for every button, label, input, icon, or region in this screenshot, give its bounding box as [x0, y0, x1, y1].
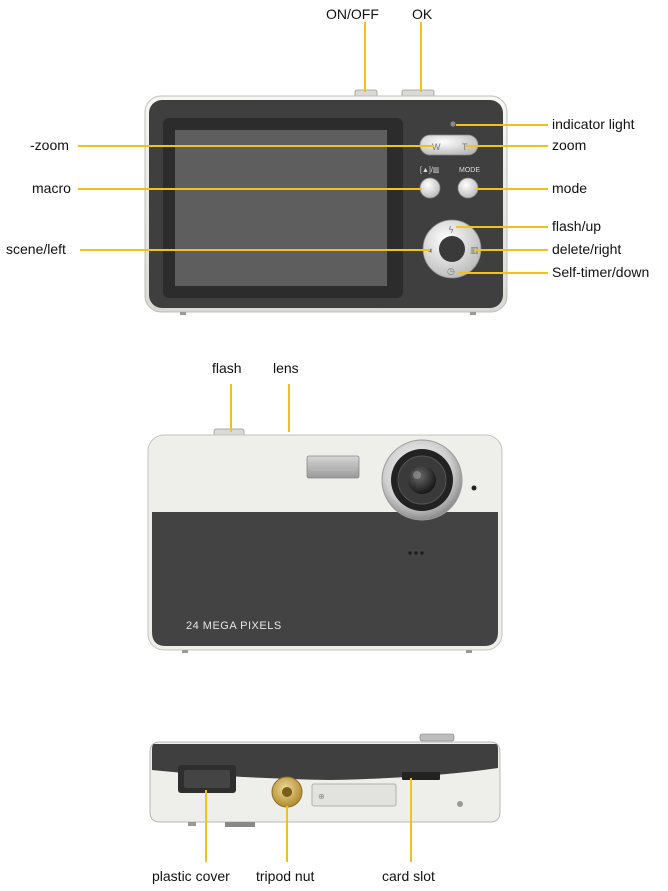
- label-self-timer-down: Self-timer/down: [552, 264, 650, 280]
- leader-line-macro: [78, 188, 422, 190]
- label-zoom-in: zoom: [552, 137, 587, 153]
- leader-line-lens: [288, 384, 290, 432]
- flash-window: [306, 455, 360, 479]
- dpad-center-ok: [439, 236, 465, 262]
- front-sensor-dot: [471, 485, 477, 491]
- label-indicator-light: indicator light: [552, 116, 635, 132]
- leader-line-on-off: [364, 22, 366, 92]
- label-macro: macro: [32, 180, 71, 196]
- macro-button: [419, 177, 441, 199]
- label-tripod-nut: tripod nut: [256, 868, 315, 884]
- leader-line-indicator: [456, 124, 548, 126]
- mode-button: [457, 177, 479, 199]
- leader-line-self-timer: [458, 272, 548, 274]
- svg-text:⊕: ⊕: [318, 792, 325, 801]
- battery-door: [311, 783, 397, 807]
- leader-line-card-slot: [410, 778, 412, 862]
- leader-line-zoom-out: [78, 145, 434, 147]
- leader-line-flash: [230, 384, 232, 432]
- zoom-t-mark: T: [462, 142, 468, 152]
- leader-line-tripod-nut: [286, 806, 288, 862]
- zoom-w-mark: W: [432, 142, 441, 152]
- label-delete-right: delete/right: [552, 241, 622, 257]
- svg-text:ϟ: ϟ: [448, 226, 454, 236]
- camera-back-illustration: W T [▲]/▥ MODE ϟ ◂ ▥ ◷: [144, 89, 508, 315]
- lens-glass: [408, 466, 436, 494]
- label-mode: mode: [552, 180, 588, 196]
- camera-bottom-illustration: ⊕: [149, 733, 501, 827]
- label-card-slot: card slot: [382, 868, 435, 884]
- label-flash: flash: [212, 360, 242, 376]
- label-ok: OK: [412, 6, 433, 22]
- label-plastic-cover: plastic cover: [152, 868, 230, 884]
- svg-text:MODE: MODE: [459, 167, 480, 174]
- leader-line-scene-left: [80, 249, 430, 251]
- svg-text:◂: ◂: [427, 246, 432, 256]
- card-slot: [402, 772, 440, 780]
- camera-front-grip-panel: [152, 512, 498, 646]
- leader-line-delete-right: [474, 249, 548, 251]
- label-on-off: ON/OFF: [326, 6, 379, 22]
- leader-line-mode: [476, 188, 548, 190]
- camera-front-illustration: [147, 428, 503, 653]
- label-flash-up: flash/up: [552, 218, 602, 234]
- svg-text:▥: ▥: [470, 246, 479, 256]
- indicator-light: [450, 121, 456, 127]
- svg-text:[▲]/▥: [▲]/▥: [420, 167, 439, 174]
- label-lens: lens: [273, 360, 299, 376]
- leader-line-ok: [420, 22, 422, 92]
- label-zoom-out: -zoom: [30, 137, 69, 153]
- megapixel-print: 24 MEGA PIXELS: [186, 620, 282, 632]
- leader-line-plastic-cover: [205, 790, 207, 862]
- label-scene-left: scene/left: [6, 241, 66, 257]
- leader-line-zoom-in: [466, 145, 548, 147]
- leader-line-flash-up: [456, 226, 548, 228]
- svg-text:◷: ◷: [447, 267, 455, 277]
